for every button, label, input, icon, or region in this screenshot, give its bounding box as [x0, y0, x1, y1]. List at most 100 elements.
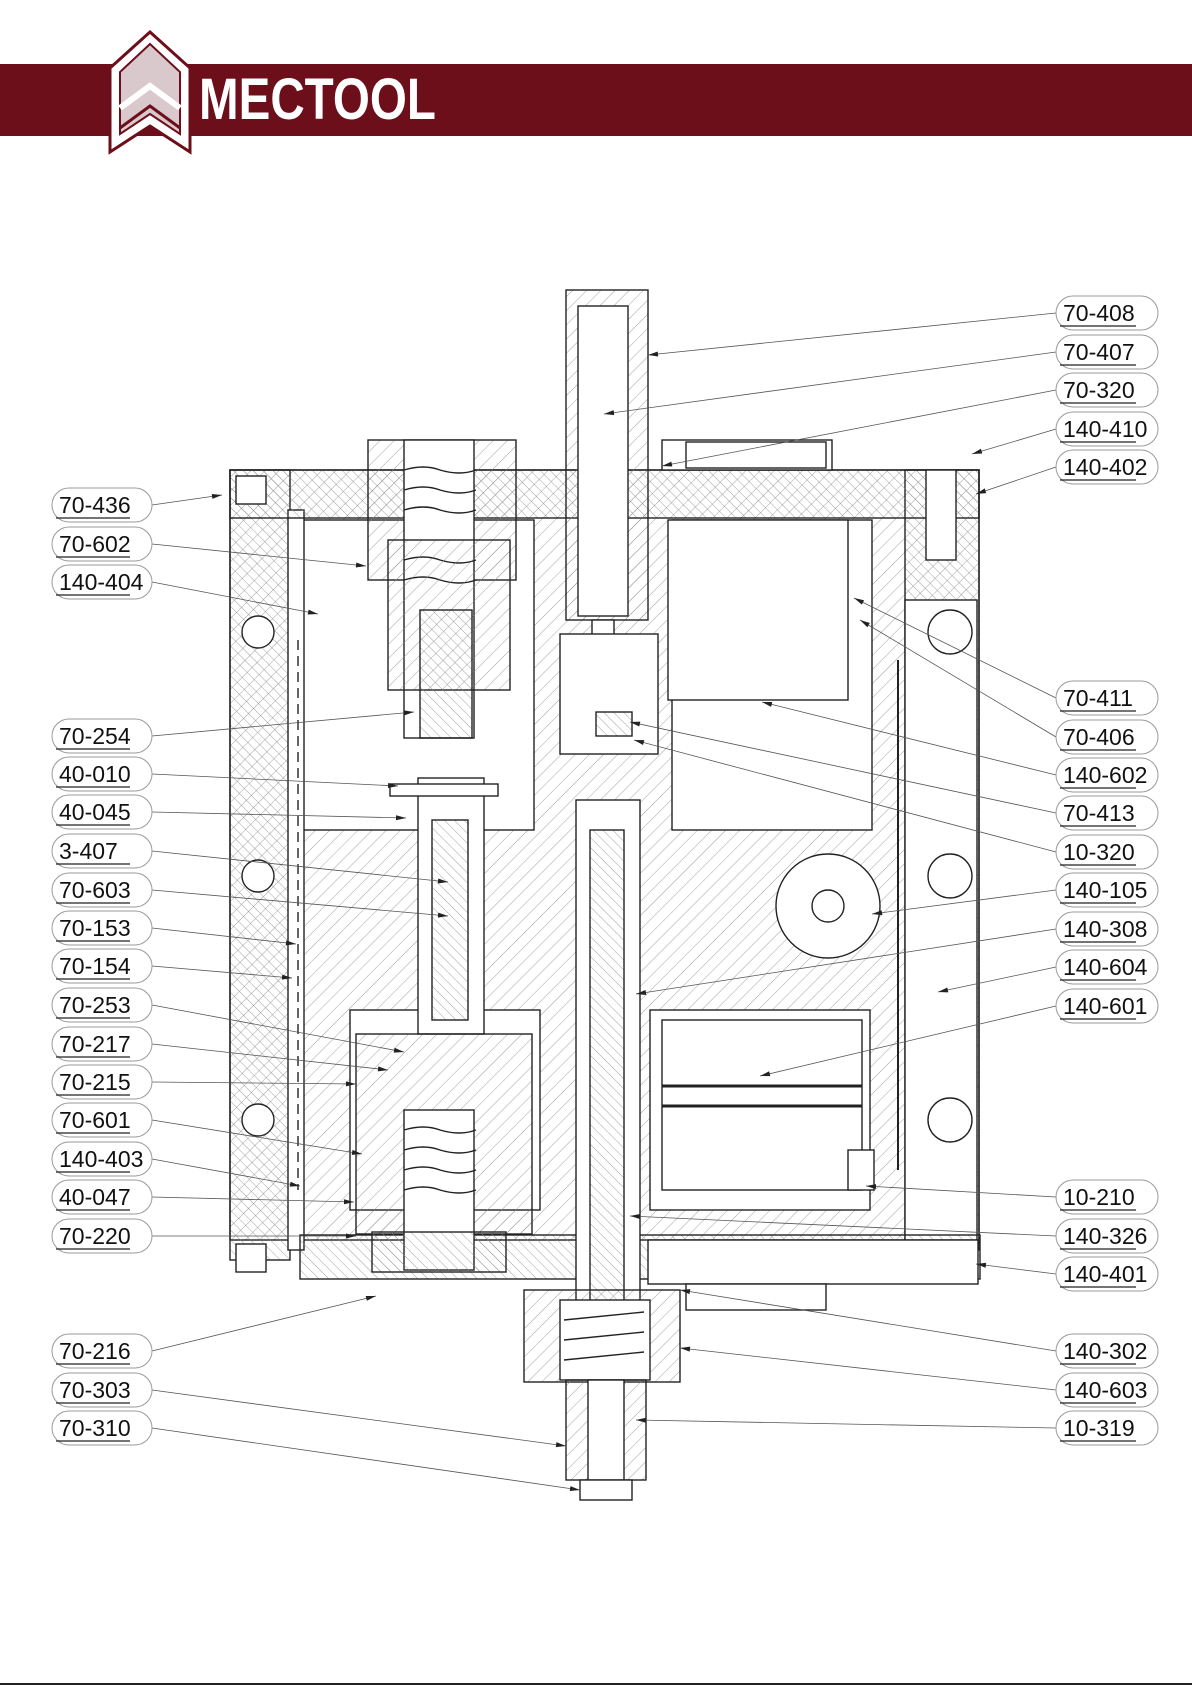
- leader-arrow: [866, 1184, 876, 1189]
- leader-line: [636, 1420, 1056, 1428]
- leader-line: [152, 774, 398, 786]
- leader-line: [634, 740, 1056, 852]
- leader-line: [152, 1296, 376, 1351]
- leader-arrow: [286, 940, 296, 945]
- callout-bubble: [1056, 1373, 1158, 1407]
- callout-label: 70-407: [1063, 339, 1135, 365]
- leader-line: [152, 1044, 388, 1070]
- callout-bubble: [52, 719, 152, 753]
- leader-arrow: [860, 620, 870, 627]
- leader-line: [152, 1120, 362, 1154]
- leader-line: [630, 722, 1056, 813]
- callout-bubble: [52, 1103, 152, 1137]
- callout-label: 70-436: [59, 492, 131, 518]
- callout-label: 10-320: [1063, 839, 1135, 865]
- leader-arrow: [378, 1066, 388, 1071]
- leader-line: [662, 390, 1056, 466]
- callout-label: 140-604: [1063, 954, 1148, 980]
- callout-bubble: [1056, 1257, 1158, 1291]
- leader-arrow: [760, 1071, 770, 1076]
- callout-bubble: [52, 1142, 152, 1176]
- leader-arrow: [938, 987, 948, 992]
- leader-arrow: [630, 722, 640, 727]
- leader-line: [152, 812, 406, 818]
- callout-bubble: [52, 1027, 152, 1061]
- leader-line: [860, 620, 1056, 737]
- leader-arrow: [604, 410, 614, 415]
- callout-bubble: [1056, 758, 1158, 792]
- leader-arrow: [438, 913, 448, 918]
- leader-arrow: [662, 462, 672, 467]
- leader-line: [972, 429, 1056, 454]
- leader-arrow: [438, 878, 448, 883]
- callout-label: 70-602: [59, 531, 131, 557]
- leader-arrow: [630, 1214, 640, 1219]
- callout-bubble: [52, 949, 152, 983]
- callout-label: 140-602: [1063, 762, 1147, 788]
- leader-line: [152, 1159, 300, 1186]
- leader-line: [152, 495, 222, 505]
- leader-line: [152, 544, 366, 566]
- leader-line: [762, 702, 1056, 775]
- leader-arrow: [976, 1263, 986, 1268]
- callout-bubble: [1056, 450, 1158, 484]
- leader-line: [152, 851, 448, 882]
- callout-bubble: [52, 911, 152, 945]
- callout-label: 70-603: [59, 877, 131, 903]
- leader-arrow: [976, 488, 986, 494]
- callout-label: 70-253: [59, 992, 131, 1018]
- callout-label: 140-308: [1063, 916, 1147, 942]
- leader-arrow: [680, 1347, 690, 1352]
- leader-line: [976, 1264, 1056, 1274]
- leader-line: [680, 1290, 1056, 1351]
- leader-arrow: [366, 1296, 376, 1301]
- callout-bubble: [1056, 950, 1158, 984]
- leader-line: [152, 582, 318, 614]
- leader-arrow: [388, 783, 398, 788]
- leader-arrow: [344, 1199, 354, 1204]
- leader-arrow: [648, 351, 658, 356]
- callout-bubble: [52, 1373, 152, 1407]
- callout-bubble: [52, 1219, 152, 1253]
- callout-label: 70-408: [1063, 300, 1135, 326]
- callout-bubble: [52, 1334, 152, 1368]
- leader-line: [976, 467, 1056, 494]
- leader-arrow: [404, 710, 414, 715]
- leader-arrow: [854, 598, 864, 605]
- callout-bubble: [1056, 1411, 1158, 1445]
- leader-arrow: [680, 1289, 690, 1294]
- callout-bubble: [1056, 335, 1158, 369]
- callout-label: 140-601: [1063, 993, 1147, 1019]
- callout-bubble: [52, 988, 152, 1022]
- leader-arrow: [972, 449, 982, 454]
- leader-arrow: [352, 1150, 362, 1155]
- callout-bubble: [52, 757, 152, 791]
- leader-arrow: [394, 1048, 404, 1053]
- callout-label: 70-216: [59, 1338, 131, 1364]
- leader-arrow: [396, 815, 406, 820]
- callout-label: 70-220: [59, 1223, 131, 1249]
- callout-bubble: [52, 795, 152, 829]
- leader-arrow: [634, 740, 644, 745]
- callout-bubble: [52, 1065, 152, 1099]
- leader-line: [938, 967, 1056, 992]
- callout-bubble: [1056, 1334, 1158, 1368]
- callout-bubble: [52, 873, 152, 907]
- callout-bubble: [1056, 412, 1158, 446]
- callout-label: 70-310: [59, 1415, 131, 1441]
- leader-line: [152, 928, 296, 944]
- callout-bubble: [1056, 1180, 1158, 1214]
- callout-label: 70-303: [59, 1377, 131, 1403]
- callout-bubble: [52, 834, 152, 868]
- leader-line: [152, 966, 292, 978]
- callout-bubble: [1056, 720, 1158, 754]
- callout-bubble: [1056, 1219, 1158, 1253]
- callout-label: 70-413: [1063, 800, 1135, 826]
- leader-line: [152, 1005, 404, 1052]
- chevron-shield-icon: [108, 30, 192, 158]
- leader-line: [636, 929, 1056, 994]
- callout-bubble: [1056, 373, 1158, 407]
- assembly-outline: [230, 290, 980, 1500]
- callout-bubble: [52, 1180, 152, 1214]
- callout-label: 140-603: [1063, 1377, 1147, 1403]
